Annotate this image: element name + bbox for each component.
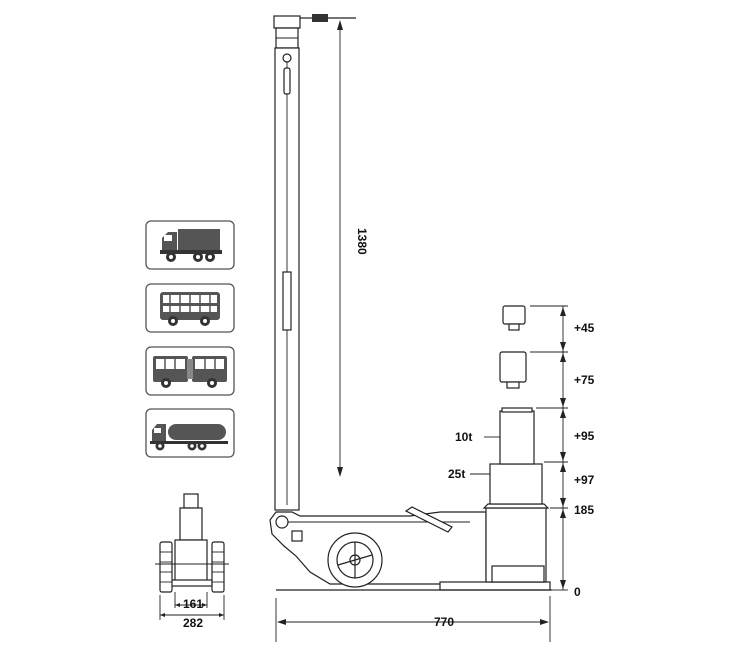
dim-stroke-3: +95 xyxy=(574,429,595,443)
articulated-bus-icon xyxy=(153,356,227,388)
dim-stroke-stack xyxy=(530,305,568,591)
tanker-truck-icon xyxy=(150,424,228,451)
dim-outer-width: 282 xyxy=(183,616,203,630)
vehicle-card-tanker xyxy=(145,408,235,458)
dim-stroke-1: +45 xyxy=(574,321,595,335)
jack-side-view xyxy=(269,14,552,591)
vehicle-card-articulated-bus xyxy=(145,346,235,396)
dim-stroke-4: +97 xyxy=(574,473,595,487)
stage-label-25t: 25t xyxy=(448,467,465,481)
dim-line-overall-height xyxy=(337,20,343,477)
dim-inner-width: 161 xyxy=(183,597,203,611)
dim-min-height: 185 xyxy=(574,503,594,517)
dim-overall-height: 1380 xyxy=(355,228,369,255)
truck-icon xyxy=(160,229,222,262)
dim-length: 770 xyxy=(434,615,454,629)
vehicle-card-bus xyxy=(145,283,235,333)
dim-stroke-2: +75 xyxy=(574,373,595,387)
dim-base-zero: 0 xyxy=(574,585,581,599)
stage-label-10t: 10t xyxy=(455,430,472,444)
dim-line-length xyxy=(275,596,551,642)
jack-front-view xyxy=(155,493,229,620)
bus-icon xyxy=(160,292,220,326)
vehicle-card-truck xyxy=(145,220,235,270)
